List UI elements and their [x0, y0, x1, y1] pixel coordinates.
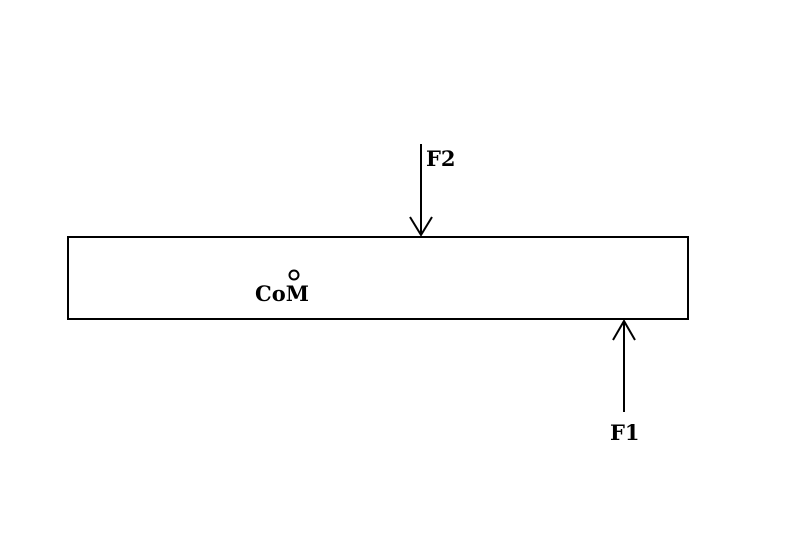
beam: [67, 236, 689, 320]
f2-arrow: [409, 144, 433, 237]
com-label: CoM: [255, 281, 309, 306]
f1-arrow: [612, 319, 636, 412]
f2-label: F2: [426, 146, 456, 171]
f1-label: F1: [610, 420, 640, 445]
com-marker: [288, 269, 300, 281]
f2-arrow-head: [409, 216, 433, 237]
f1-arrow-head: [612, 319, 636, 341]
